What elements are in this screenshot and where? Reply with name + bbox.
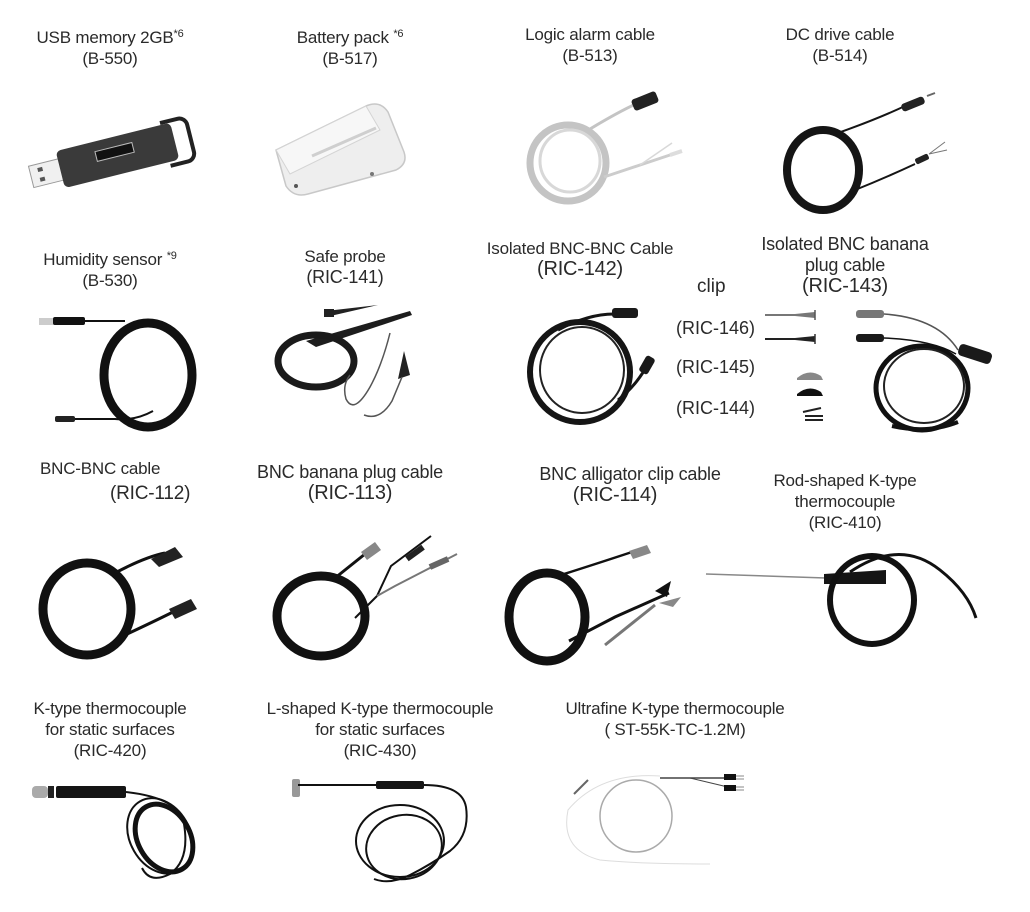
caption-bnc-banana-cable: BNC banana plug cable (RIC-113) [230, 462, 470, 504]
caption-logic-alarm-cable: Logic alarm cable (B-513) [490, 24, 690, 66]
item-code: (RIC-114) [572, 484, 658, 506]
bnc-bnc-cable-icon [38, 547, 197, 660]
l-shaped-thermocouple-icon [292, 779, 468, 883]
caption-dc-drive-cable: DC drive cable (B-514) [740, 24, 940, 66]
clip-code-ric-145: (RIC-145) [676, 357, 756, 377]
item-name: Ultrafine K-type thermocouple [565, 699, 785, 718]
bnc-banana-cable-icon [272, 535, 458, 661]
ultrafine-thermocouple-icon [566, 774, 744, 865]
bnc-alligator-cable-icon [504, 545, 681, 666]
alligator-clip-icon [797, 372, 823, 396]
caption-bnc-bnc-cable: BNC-BNC cable (RIC-112) [10, 458, 220, 504]
safe-probe-icon [274, 305, 412, 418]
caption-isolated-bnc-cable: Isolated BNC-BNC Cable (RIC-142) [470, 238, 690, 280]
caption-battery-pack: Battery pack *6 (B-517) [250, 24, 450, 69]
caption-usb-memory: USB memory 2GB*6 (B-550) [10, 24, 210, 69]
clip-code-ric-144: (RIC-144) [676, 398, 756, 418]
item-code: (RIC-430) [343, 741, 417, 760]
item-name: Safe probe [304, 247, 386, 266]
humidity-sensor-icon [39, 317, 197, 432]
item-name: Isolated BNC-BNC Cable [486, 239, 674, 258]
item-code: (RIC-420) [73, 741, 147, 760]
item-code: (B-517) [322, 49, 378, 68]
isolated-bnc-banana-cable-icon [856, 310, 992, 433]
caption-humidity-sensor: Humidity sensor *9 (B-530) [10, 246, 210, 291]
isolated-bnc-cable-icon [527, 308, 655, 425]
clip-heading: clip [697, 276, 726, 297]
item-name-cont: for static surfaces [45, 720, 175, 739]
item-code: ( ST-55K-TC-1.2M) [604, 720, 746, 739]
item-name: Battery pack [296, 28, 389, 47]
item-name: BNC-BNC cable [40, 459, 161, 478]
caption-rod-thermocouple: Rod-shaped K-type thermocouple (RIC-410) [745, 470, 945, 533]
item-name: L-shaped K-type thermocouple [266, 699, 494, 718]
item-name: BNC banana plug cable [257, 462, 443, 482]
item-code: (RIC-143) [802, 275, 888, 297]
caption-ultrafine-thermocouple: Ultrafine K-type thermocouple ( ST-55K-T… [540, 698, 810, 740]
item-code: (RIC-141) [306, 267, 384, 287]
item-name: Rod-shaped K-type [773, 471, 917, 490]
item-code: (RIC-112) [110, 483, 191, 504]
item-code: (RIC-410) [808, 513, 882, 532]
item-name: Logic alarm cable [525, 25, 655, 44]
caption-safe-probe: Safe probe (RIC-141) [245, 246, 445, 288]
footnote-mark: *9 [166, 250, 177, 262]
hook-clip-icon [802, 407, 823, 421]
rod-thermocouple-icon [705, 553, 978, 647]
item-name: BNC alligator clip cable [539, 464, 721, 484]
item-name-cont: plug cable [804, 255, 886, 275]
clip-set-icon [765, 310, 823, 421]
dc-drive-cable-icon [783, 92, 948, 214]
item-code: (B-514) [812, 46, 868, 65]
item-code: (RIC-142) [537, 258, 623, 280]
usb-memory-icon [27, 116, 197, 189]
footnote-mark: *6 [393, 28, 404, 40]
footnote-mark: *6 [173, 28, 184, 40]
caption-l-shaped-thermocouple: L-shaped K-type thermocouple for static … [245, 698, 515, 761]
item-name: DC drive cable [785, 25, 895, 44]
item-code: (B-530) [82, 271, 138, 290]
item-name: Humidity sensor [43, 250, 163, 269]
item-name: K-type thermocouple [33, 699, 187, 718]
caption-isolated-bnc-banana-cable: Isolated BNC banana plug cable (RIC-143) [740, 234, 950, 297]
surface-thermocouple-icon [32, 786, 196, 879]
item-code: (B-513) [562, 46, 618, 65]
probe-clip-icon [765, 310, 816, 344]
item-name: USB memory 2GB [36, 28, 174, 47]
item-name: Isolated BNC banana [761, 234, 929, 254]
item-code: (RIC-113) [307, 482, 393, 504]
battery-pack-icon [275, 103, 406, 196]
item-name-cont: for static surfaces [315, 720, 445, 739]
logic-alarm-cable-icon [526, 91, 683, 205]
caption-bnc-alligator-cable: BNC alligator clip cable (RIC-114) [510, 464, 750, 506]
item-name-cont: thermocouple [794, 492, 896, 511]
caption-surface-thermocouple: K-type thermocouple for static surfaces … [10, 698, 210, 761]
item-code: (B-550) [82, 49, 138, 68]
clip-code-ric-146: (RIC-146) [676, 318, 756, 338]
